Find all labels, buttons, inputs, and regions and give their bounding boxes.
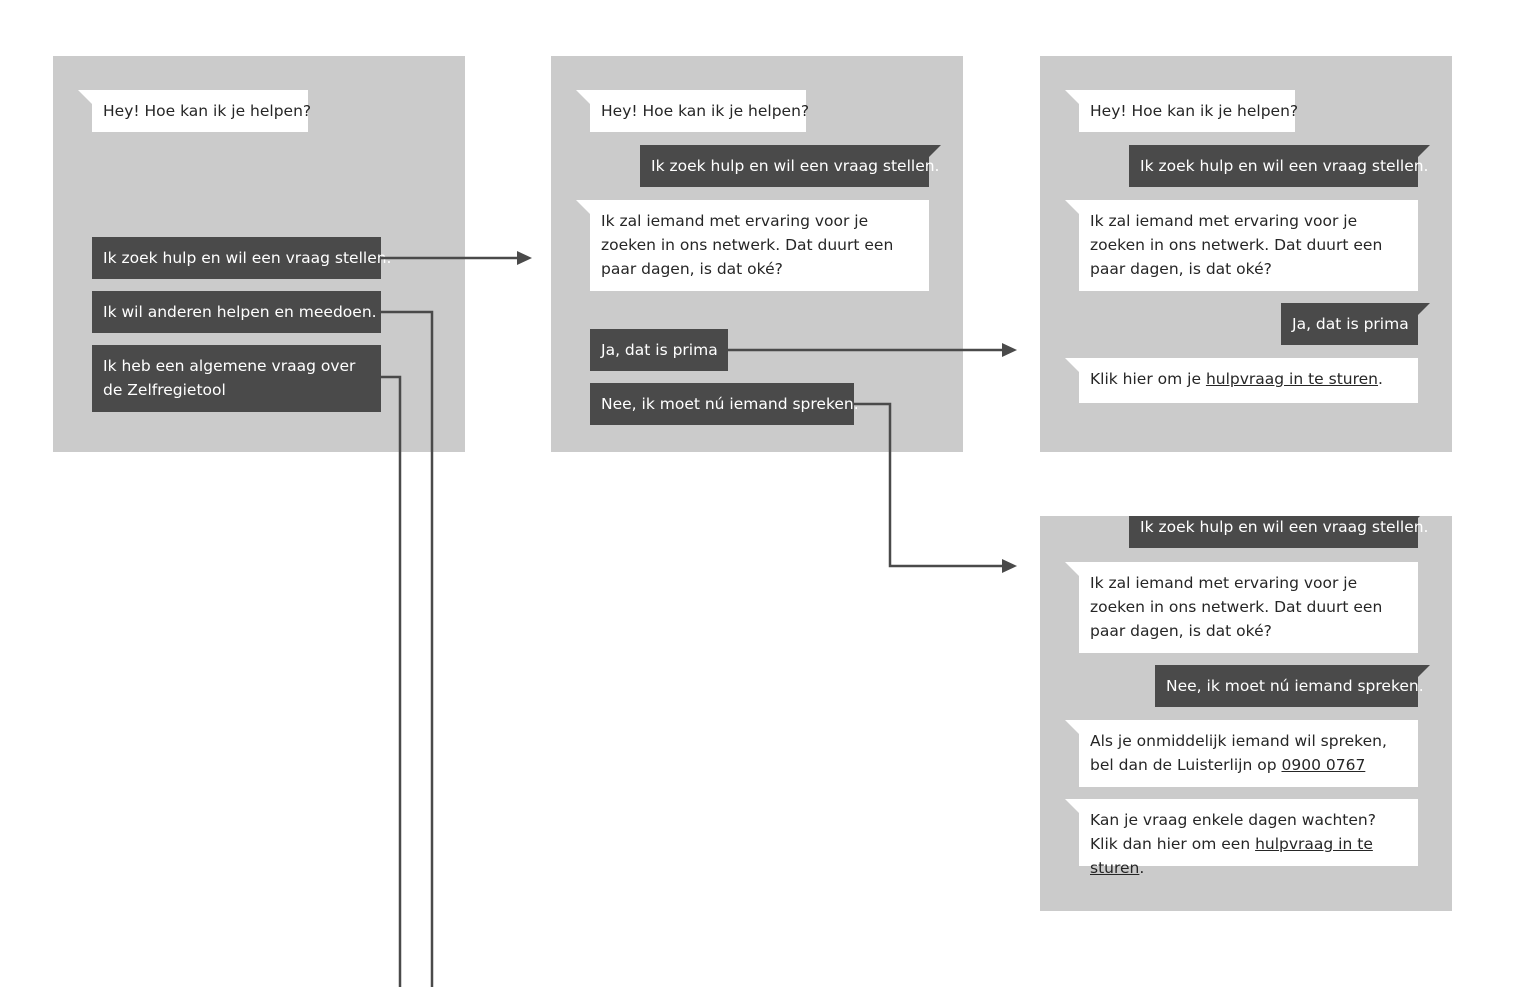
bot-wait-message: Kan je vraag enkele dagen wachten? Klik … (1065, 799, 1418, 877)
wait-text: Kan je vraag enkele dagen wachten? Klik … (1090, 811, 1376, 853)
bot-greeting: Hey! Hoe kan ik je helpen? (576, 90, 809, 132)
user-message: Ik zoek hulp en wil een vraag stellen. (1129, 145, 1430, 187)
chat-screen-accepted: Hey! Hoe kan ik je helpen? Ik zoek hulp … (1040, 56, 1452, 452)
final-text: Klik hier om je (1090, 370, 1206, 388)
bot-reply: Ik zal iemand met ervaring voor je zoeke… (1065, 200, 1418, 291)
connector-general-question (381, 375, 402, 987)
bot-reply: Ik zal iemand met ervaring voor je zoeke… (576, 200, 929, 291)
user-answer: Ja, dat is prima (1281, 303, 1430, 345)
arrow-head-ask-question (517, 251, 532, 265)
phone-number-link[interactable]: 0900 0767 (1281, 756, 1366, 774)
option-ask-question-button[interactable]: Ik zoek hulp en wil een vraag stellen. (92, 237, 391, 279)
option-general-question-button[interactable]: Ik heb een algemene vraag over de Zelfre… (92, 345, 381, 412)
bot-greeting: Hey! Hoe kan ik je helpen? (78, 90, 311, 132)
user-message: Ik zoek hulp en wil een vraag stellen. (1129, 516, 1430, 548)
connector-urgent (854, 402, 1004, 568)
chat-screen-ask-question: Hey! Hoe kan ik je helpen? Ik zoek hulp … (551, 56, 963, 452)
bot-greeting: Hey! Hoe kan ik je helpen? (1065, 90, 1298, 132)
bot-phone-message: Als je onmiddelijk iemand wil spreken, b… (1065, 720, 1418, 787)
user-message: Ik zoek hulp en wil een vraag stellen. (640, 145, 941, 187)
chat-screen-urgent: Ik zoek hulp en wil een vraag stellen. I… (1040, 516, 1452, 911)
bot-final-message: Klik hier om je hulpvraag in te sturen. (1065, 358, 1418, 403)
final-suffix: . (1378, 370, 1383, 388)
option-urgent-button[interactable]: Nee, ik moet nú iemand spreken. (590, 383, 859, 425)
bot-reply: Ik zal iemand met ervaring voor je zoeke… (1065, 562, 1418, 653)
user-answer: Nee, ik moet nú iemand spreken. (1155, 665, 1430, 707)
connector-help-others (381, 310, 434, 987)
wait-suffix: . (1139, 859, 1145, 877)
chat-screen-start: Hey! Hoe kan ik je helpen? Ik zoek hulp … (53, 56, 465, 452)
arrow-head-accept (1002, 343, 1017, 357)
submit-request-link[interactable]: hulpvraag in te sturen (1205, 370, 1379, 388)
phone-text: Als je onmiddelijk iemand wil spreken, b… (1090, 732, 1387, 774)
arrow-head-urgent (1002, 559, 1017, 573)
submit-request-link[interactable]: hulpvraag in te sturen (1090, 835, 1373, 877)
option-help-others-button[interactable]: Ik wil anderen helpen en meedoen. (92, 291, 381, 333)
option-accept-button[interactable]: Ja, dat is prima (590, 329, 728, 371)
